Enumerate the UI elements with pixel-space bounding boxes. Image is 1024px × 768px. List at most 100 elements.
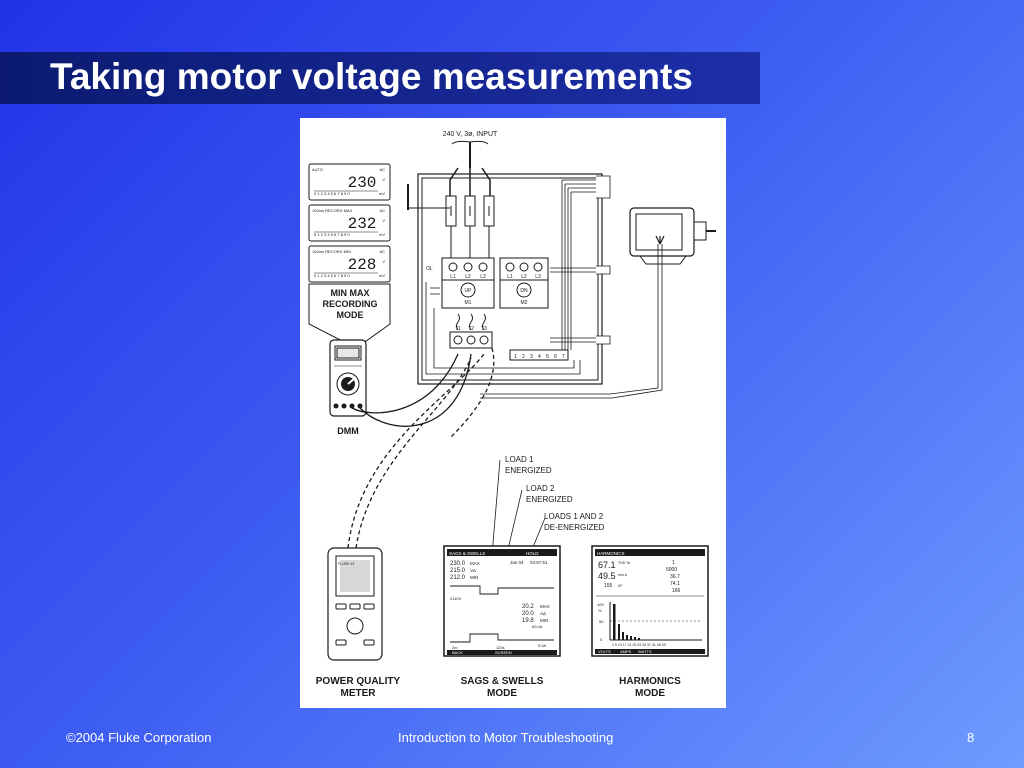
svg-text:AC: AC (379, 208, 385, 213)
svg-text:7: 7 (562, 354, 565, 360)
svg-text:0 1 2 3 4 5 6 7 8 9 0: 0 1 2 3 4 5 6 7 8 9 0 (314, 232, 350, 237)
motor-terminals: T1 T2 T3 (449, 313, 493, 349)
svg-text:M2: M2 (521, 300, 528, 306)
svg-text:mV: mV (379, 191, 385, 196)
input-label: 240 V, 3ø, INPUT (443, 131, 498, 138)
load2-label: LOAD 2 (526, 484, 555, 493)
svg-text:20.0: 20.0 (522, 611, 534, 617)
svg-text:L3: L3 (535, 274, 541, 280)
reading-display-2: 100ms RECORD MAX 232 AC V mV 0 1 2 3 4 5… (308, 204, 391, 242)
reading-value: 230 (348, 174, 377, 192)
caption-sags-swells: SAGS & SWELLS (461, 676, 544, 687)
svg-text:THD %r: THD %r (618, 561, 631, 565)
svg-text:MODE: MODE (635, 688, 665, 699)
svg-text:rms A: rms A (618, 573, 628, 577)
svg-text:0 1 2 3 4 5 6 7 8 9 0: 0 1 2 3 4 5 6 7 8 9 0 (314, 273, 350, 278)
footer-copyright: ©2004 Fluke Corporation (66, 730, 212, 745)
svg-text:0: 0 (600, 637, 603, 642)
svg-text:L1: L1 (450, 274, 456, 280)
forward-starter: L1 L2 L3 UP M1 (441, 257, 495, 309)
svg-text:WATTS: WATTS (638, 649, 652, 654)
overload-label: OL (426, 266, 433, 272)
loads12-label: LOADS 1 AND 2 (544, 512, 604, 521)
svg-text:100: 100 (597, 602, 604, 607)
svg-text:04:57:51: 04:57:51 (530, 560, 548, 565)
svg-text:2: 2 (522, 354, 525, 360)
svg-text:AC: AC (379, 167, 385, 172)
svg-text:74.1: 74.1 (670, 581, 680, 587)
reading-value: 232 (348, 215, 377, 233)
svg-text:MIN: MIN (470, 575, 478, 580)
svg-text:0 1 2 3 4 5 6 7 8 9 0: 0 1 2 3 4 5 6 7 8 9 0 (314, 191, 350, 196)
svg-text:DE-ENERGIZED: DE-ENERGIZED (544, 523, 605, 532)
svg-text:KF: KF (618, 584, 622, 588)
svg-text:215.0: 215.0 (450, 568, 466, 574)
svg-text:1: 1 (672, 560, 675, 566)
svg-text:MIN MAX: MIN MAX (331, 288, 370, 298)
svg-text:ENERGIZED: ENERGIZED (526, 495, 573, 504)
svg-text:BACK: BACK (452, 650, 463, 655)
title-bar: Taking motor voltage measurements (0, 52, 760, 104)
svg-text:SCREEN: SCREEN (495, 650, 512, 655)
svg-text:VOLTS: VOLTS (598, 649, 611, 654)
svg-text:67.1: 67.1 (598, 560, 616, 570)
svg-text:V: V (382, 259, 385, 264)
svg-text:ENERGIZED: ENERGIZED (505, 466, 552, 475)
svg-text:2110V: 2110V (450, 596, 462, 601)
dmm-probe-leads (351, 353, 472, 427)
svg-text:HARMONICS: HARMONICS (597, 551, 625, 556)
svg-text:UP: UP (465, 288, 473, 294)
power-quality-meter: FLUKE 43 (327, 547, 383, 661)
svg-text:FLUKE 43: FLUKE 43 (338, 562, 354, 566)
svg-text:5000: 5000 (666, 567, 677, 573)
svg-text:L2: L2 (465, 274, 471, 280)
svg-text:%: % (598, 608, 602, 613)
slide-title: Taking motor voltage measurements (50, 56, 693, 97)
svg-text:mV: mV (379, 273, 385, 278)
svg-text:0.0A: 0.0A (538, 643, 547, 648)
svg-text:5: 5 (546, 354, 549, 360)
svg-text:155: 155 (604, 583, 613, 589)
svg-text:49.5: 49.5 (598, 571, 616, 581)
svg-text:MODE: MODE (337, 310, 364, 320)
control-enclosure (417, 173, 603, 385)
svg-text:1 5 13 17 21 25 29 33 37 41 45: 1 5 13 17 21 25 29 33 37 41 45 49 (612, 643, 666, 647)
svg-text:60.0A: 60.0A (532, 624, 543, 629)
reading-value: 228 (348, 256, 377, 274)
svg-text:DN: DN (520, 288, 528, 294)
svg-text:L3: L3 (480, 274, 486, 280)
svg-text:Jan 04: Jan 04 (510, 560, 524, 565)
svg-text:L2: L2 (521, 274, 527, 280)
svg-text:120s: 120s (496, 645, 505, 650)
terminal-strip: 1 2 3 4 5 6 7 (509, 349, 569, 361)
motor-voltage-diagram: 240 V, 3ø, INPUT AUTO 230 AC V mV 0 1 2 … (300, 118, 726, 708)
svg-text:T1: T1 (455, 326, 461, 332)
svg-text:100ms RECORD MIN: 100ms RECORD MIN (312, 249, 351, 254)
svg-text:50: 50 (599, 619, 604, 624)
svg-text:36.7: 36.7 (670, 574, 680, 580)
svg-text:230.0: 230.0 (450, 561, 466, 567)
svg-text:METER: METER (341, 688, 377, 699)
svg-text:MAX: MAX (540, 604, 550, 609)
svg-text:L1: L1 (507, 274, 513, 280)
svg-text:T2: T2 (468, 326, 474, 332)
dmm-device (329, 339, 367, 417)
svg-text:4: 4 (538, 354, 541, 360)
load1-label: LOAD 1 (505, 455, 534, 464)
svg-text:6: 6 (554, 354, 557, 360)
svg-text:AUTO: AUTO (312, 167, 323, 172)
svg-text:19.8: 19.8 (522, 618, 534, 624)
svg-text:212.0: 212.0 (450, 575, 466, 581)
svg-text:20.2: 20.2 (522, 604, 534, 610)
sags-swells-screen: SAGS & SWELLS HOLD 230.0 MAX 215.0 VΔ 21… (443, 545, 561, 657)
svg-text:1: 1 (514, 354, 517, 360)
reading-display-3: 100ms RECORD MIN 228 AC V mV 0 1 2 3 4 5… (308, 245, 391, 283)
svg-text:T3: T3 (481, 326, 487, 332)
svg-text:HOLD: HOLD (526, 551, 539, 556)
svg-text:SAGS & SWELLS: SAGS & SWELLS (449, 551, 485, 556)
svg-text:MIN: MIN (540, 618, 548, 623)
caption-pq-meter: POWER QUALITY (316, 676, 401, 687)
caption-harmonics: HARMONICS (619, 676, 681, 687)
footer-course-title: Introduction to Motor Troubleshooting (398, 730, 614, 745)
reverse-starter: L1 L2 L3 DN M2 (499, 257, 549, 309)
